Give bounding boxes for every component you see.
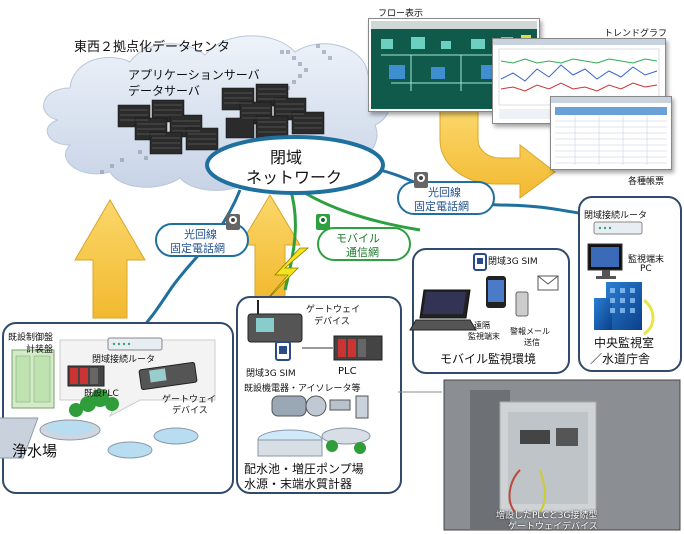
flow-screen-label: フロー表示 <box>378 9 424 19</box>
mobile-env-name: モバイル監視環境 <box>440 352 537 366</box>
mobile-label-1: モバイル <box>336 232 380 245</box>
lock-icon-left <box>226 214 240 230</box>
server-rack-cluster-west <box>117 99 219 155</box>
mobile-label-2: 通信網 <box>346 246 379 259</box>
optical-left-label-1: 光回線 <box>184 228 217 241</box>
data-flow-arrow-screens <box>439 109 556 199</box>
station-sim-label: 閉域3G SIM <box>246 369 296 379</box>
servers-label-1: アプリケーションサーバ <box>128 68 260 82</box>
panel-label-1: 既設制御盤 <box>8 333 54 343</box>
reports-screen-graphic <box>551 97 671 165</box>
trend-screen-label: トレンドグラフ <box>604 29 668 39</box>
lock-icon-mobile <box>316 214 330 230</box>
central-pc-label-1: 監視端末 <box>628 255 665 265</box>
optical-right-label-2: 固定電話網 <box>414 200 469 213</box>
lightning-station <box>261 247 310 306</box>
line-mobile-branch <box>299 188 421 232</box>
pill-optical-left <box>155 223 249 257</box>
pill-mobile <box>317 227 411 261</box>
station-gateway-label-2: デバイス <box>314 317 350 327</box>
servers-label-2: データサーバ <box>128 84 200 98</box>
reports-screen <box>550 96 672 170</box>
line-optical-plant <box>138 189 242 332</box>
closed-network-ellipse <box>205 135 385 195</box>
station-instruments-label: 既設機電器・アイソレータ等 <box>244 384 361 394</box>
terminal-label-1: 遠隔 <box>474 321 490 330</box>
station-gateway-label-1: ゲートウェイ <box>306 305 361 315</box>
server-rack-cluster-east <box>221 83 325 139</box>
mobile-sim-label: 閉域3G SIM <box>488 257 538 267</box>
water-plant-name: 浄水場 <box>12 442 58 460</box>
optical-left-label-2: 固定電話網 <box>170 242 225 255</box>
mail-label-2: 送信 <box>524 338 540 347</box>
data-flow-arrow-left <box>74 199 146 319</box>
station-name-1: 配水池・増圧ポンプ場 <box>244 462 364 476</box>
photo-caption-2: ゲートウェイデバイス <box>508 522 598 532</box>
datacenter-title: 東西２拠点化データセンタ <box>74 40 231 55</box>
data-flow-arrow-center <box>239 194 301 301</box>
mail-label-1: 警報メール <box>510 327 550 336</box>
plant-gateway-label-1: ゲートウェイ <box>162 395 217 405</box>
line-optical-central <box>379 168 591 217</box>
pill-optical-right <box>397 181 495 215</box>
closed-network-label-1: 閉域 <box>270 148 303 167</box>
panel-label-2: 計装盤 <box>26 345 54 355</box>
reports-screen-label: 各種帳票 <box>628 177 665 187</box>
station-plc-label: PLC <box>338 366 357 377</box>
central-name-1: 中央監視室 <box>594 336 655 350</box>
central-name-2: ／水道庁舎 <box>590 352 651 366</box>
plant-router-label: 閉域接続ルータ <box>92 355 156 365</box>
central-pc-label-2: PC <box>640 264 652 274</box>
plant-gateway-label-2: デバイス <box>172 406 208 416</box>
central-router-label: 閉域接続ルータ <box>584 211 648 221</box>
photo-caption-1: 増設したPLCと3G接続型 <box>496 511 598 521</box>
terminal-label-2: 監視端末 <box>468 332 500 341</box>
station-name-2: 水源・末端水質計器 <box>244 477 353 491</box>
optical-right-label-1: 光回線 <box>428 186 461 199</box>
closed-network-label-2: ネットワーク <box>246 168 343 187</box>
plant-plc-label: 既設PLC <box>84 389 119 399</box>
lock-icon-right <box>414 172 428 188</box>
